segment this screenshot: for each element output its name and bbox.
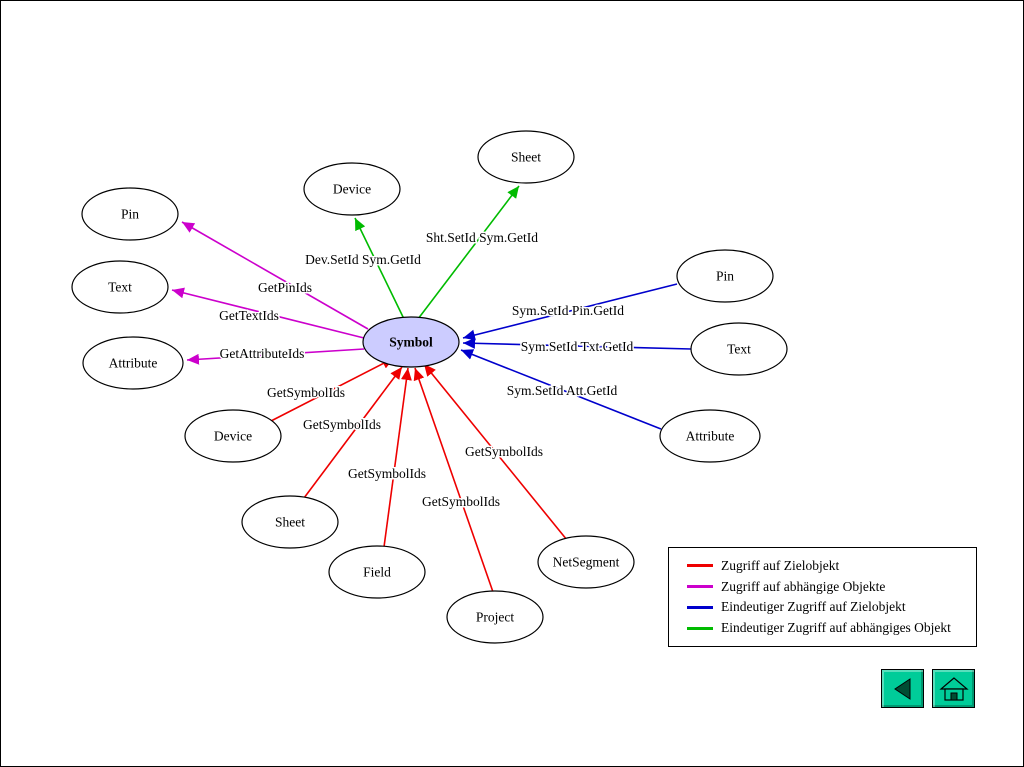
node-label: Sheet [511,150,541,165]
edge-label: GetTextIds [219,308,279,323]
edge-symbol-to-device-top [354,217,405,320]
edge-label: GetAttributeIds [220,346,305,361]
node-ellipse [477,130,575,184]
node-ellipse [82,336,184,390]
legend-color-line [687,605,713,609]
edge-project-bottom-to-symbol [413,367,494,593]
back-arrow-icon [893,677,910,700]
legend-label: Zugriff auf Zielobjekt [721,557,840,573]
edge-pin-right-to-symbol [462,283,678,341]
node-ellipse [81,187,179,241]
edge-label: GetSymbolIds [267,385,345,400]
edge-label: Sht.SetId Sym.GetId [426,230,538,245]
edge-label: Sym.SetId Pin.GetId [512,303,624,318]
node-ellipse [184,409,282,463]
legend-label: Eindeutiger Zugriff auf Zielobjekt [721,599,906,615]
home-icon [938,676,969,701]
node-sheet-bottom: Sheet [241,495,339,549]
edge-symbol-to-pin-left [181,221,369,330]
node-label: Attribute [109,356,158,371]
node-ellipse [659,409,761,463]
edge-field-bottom-to-symbol [383,367,412,548]
edge-label: GetSymbolIds [422,494,500,509]
node-label: Field [363,565,391,580]
node-ellipse [71,260,169,314]
edge-label: GetSymbolIds [348,466,426,481]
node-project-bottom: Project [446,590,544,644]
node-netsegment-bottom: NetSegment [537,535,635,589]
node-ellipse [241,495,339,549]
home-button[interactable] [932,669,975,708]
node-text-right: Text [690,322,788,376]
edge-netsegment-to-symbol [423,363,568,541]
node-label: Device [333,182,371,197]
edge-sheet-bottom-to-symbol [303,366,403,499]
node-attribute-right: Attribute [659,409,761,463]
node-label: Project [476,610,514,625]
node-device-bottom: Device [184,409,282,463]
node-label: Attribute [686,429,735,444]
node-text-left: Text [71,260,169,314]
node-ellipse [537,535,635,589]
node-attribute-left: Attribute [82,336,184,390]
node-pin-left: Pin [81,187,179,241]
node-sheet-top: Sheet [477,130,575,184]
node-ellipse [446,590,544,644]
node-ellipse [690,322,788,376]
node-symbol: Symbol [362,316,460,368]
edge-symbol-to-text-left [171,287,365,339]
edge-device-bottom-to-symbol [270,357,395,422]
node-label: Pin [121,207,139,222]
back-button[interactable] [881,669,924,708]
edge-label: GetPinIds [258,280,312,295]
node-label: NetSegment [553,555,620,570]
node-label: Text [108,280,132,295]
node-label: Symbol [389,335,433,350]
node-ellipse [328,545,426,599]
node-label: Text [727,342,751,357]
edge-label: Dev.SetId Sym.GetId [305,252,421,267]
legend-item: Zugriff auf Zielobjekt [687,558,972,574]
edge-symbol-to-attribute-left [186,348,365,365]
node-label: Sheet [275,515,305,530]
legend-label: Zugriff auf abhängige Objekte [721,578,886,594]
edge-text-right-to-symbol [462,337,692,350]
node-ellipse [362,316,460,368]
node-label: Device [214,429,252,444]
legend-label: Eindeutiger Zugriff auf abhängiges Objek… [721,620,951,636]
edge-label: GetSymbolIds [465,444,543,459]
legend-color-line [687,626,713,630]
node-pin-right: Pin [676,249,774,303]
edge-label: Sym.SetId Txt.GetId [521,339,634,354]
node-label: Pin [716,269,734,284]
legend-color-line [687,585,713,589]
edge-label: GetSymbolIds [303,417,381,432]
edge-symbol-to-sheet-top [417,185,520,320]
legend-color-line [687,564,713,568]
node-field-bottom: Field [328,545,426,599]
edge-attribute-right-to-symbol [460,349,662,430]
edge-label: Sym.SetId Att.GetId [507,383,618,398]
legend-item: Eindeutiger Zugriff auf Zielobjekt [687,599,972,615]
legend-item: Eindeutiger Zugriff auf abhängiges Objek… [687,620,972,636]
node-ellipse [676,249,774,303]
legend-item: Zugriff auf abhängige Objekte [687,579,972,595]
node-device-top: Device [303,162,401,216]
node-ellipse [303,162,401,216]
